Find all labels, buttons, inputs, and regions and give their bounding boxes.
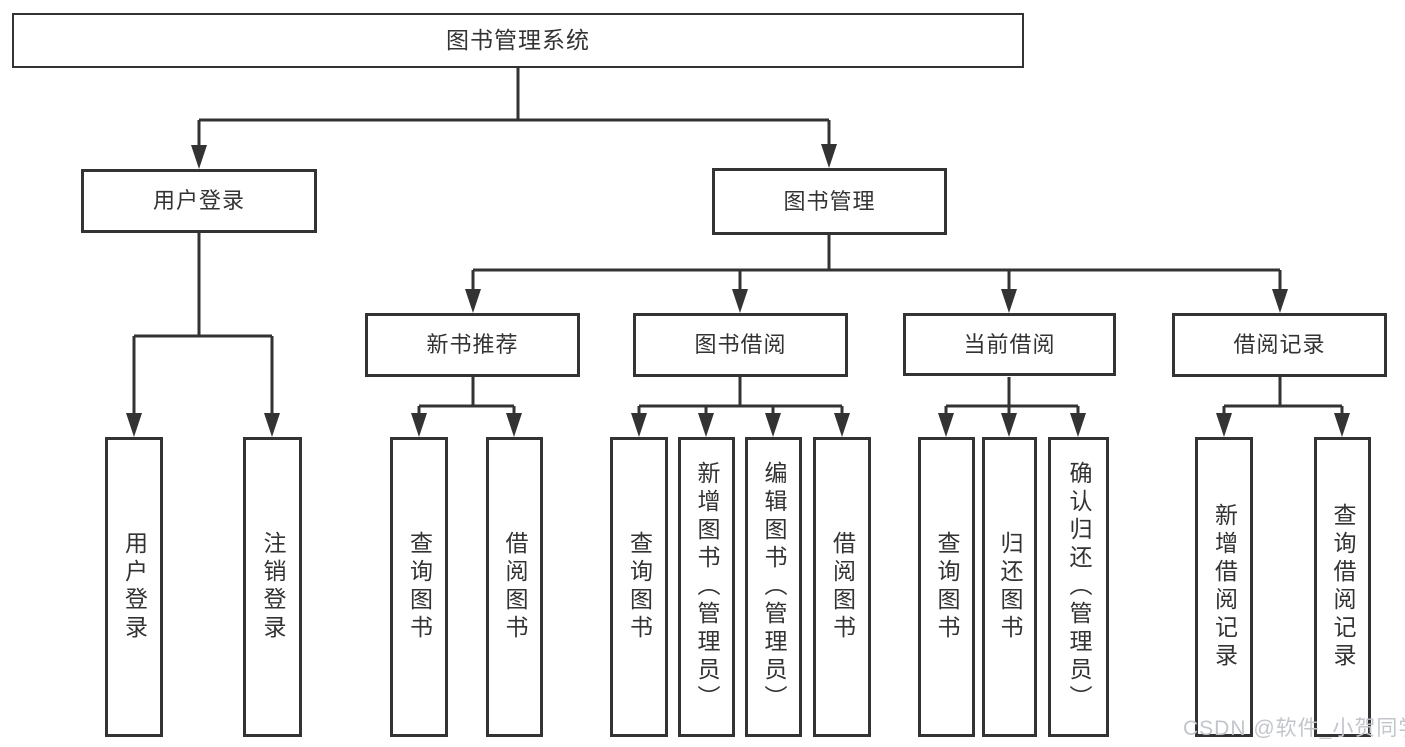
leaf-query-books-3: 查询图书 <box>918 437 975 737</box>
leaf-label: 用户登录 <box>121 531 148 643</box>
leaf-query-books-2: 查询图书 <box>610 437 668 737</box>
node-label: 用户登录 <box>152 188 245 213</box>
node-book-borrowing: 图书借阅 <box>633 313 848 377</box>
arrow-down-icon <box>126 413 142 437</box>
leaf-label: 查询图书 <box>626 531 653 643</box>
node-label: 当前借阅 <box>963 331 1056 357</box>
node-label: 图书借阅 <box>694 332 787 357</box>
leaf-label: 查询图书 <box>406 531 433 643</box>
arrow-down-icon <box>1070 413 1086 437</box>
leaf-add-books-admin: 新增图书（管理员） <box>678 437 735 737</box>
node-label: 借阅记录 <box>1233 332 1326 357</box>
leaf-query-books-1: 查询图书 <box>390 437 448 737</box>
arrow-down-icon <box>938 413 954 437</box>
arrow-down-icon <box>465 289 481 313</box>
node-user-login: 用户登录 <box>81 169 317 233</box>
leaf-label: 编辑图书（管理员） <box>761 461 787 713</box>
arrow-down-icon <box>1001 413 1017 437</box>
node-new-book-recommend: 新书推荐 <box>365 313 580 377</box>
node-book-management: 图书管理 <box>712 168 947 235</box>
leaf-label: 注销登录 <box>260 531 286 643</box>
leaf-label: 查询借阅记录 <box>1330 503 1356 671</box>
arrow-down-icon <box>506 413 522 437</box>
arrow-down-icon <box>631 413 647 437</box>
leaf-return-books: 归还图书 <box>982 437 1037 737</box>
leaf-label: 借阅图书 <box>502 531 528 643</box>
leaf-label: 确认归还（管理员） <box>1066 461 1092 713</box>
node-label: 图书管理系统 <box>446 27 590 53</box>
arrow-down-icon <box>1216 413 1232 437</box>
leaf-user-login: 用户登录 <box>105 437 163 737</box>
node-label: 新书推荐 <box>426 332 519 357</box>
node-borrowing-records: 借阅记录 <box>1172 313 1387 377</box>
leaf-borrow-books-1: 借阅图书 <box>486 437 543 737</box>
arrow-down-icon <box>732 289 748 313</box>
arrow-down-icon <box>1001 289 1017 313</box>
arrow-down-icon <box>264 413 280 437</box>
leaf-label: 新增借阅记录 <box>1211 503 1238 671</box>
csdn-watermark: CSDN @软件_小贺同学 <box>1183 717 1405 740</box>
leaf-label: 归还图书 <box>997 531 1023 643</box>
node-library-management-system: 图书管理系统 <box>12 13 1024 68</box>
node-label: 图书管理 <box>783 188 876 214</box>
leaf-logout: 注销登录 <box>243 437 302 737</box>
arrow-down-icon <box>1334 413 1350 437</box>
arrow-down-icon <box>821 144 837 168</box>
leaf-label: 查询图书 <box>934 531 960 643</box>
leaf-confirm-return-admin: 确认归还（管理员） <box>1048 437 1109 737</box>
leaf-add-borrow-record: 新增借阅记录 <box>1195 437 1253 737</box>
arrow-down-icon <box>1272 289 1288 313</box>
leaf-query-borrow-record: 查询借阅记录 <box>1314 437 1371 737</box>
leaf-label: 新增图书（管理员） <box>694 461 720 713</box>
arrow-down-icon <box>765 413 781 437</box>
arrow-down-icon <box>698 413 714 437</box>
leaf-borrow-books-2: 借阅图书 <box>813 437 871 737</box>
arrow-down-icon <box>191 145 207 169</box>
leaf-edit-books-admin: 编辑图书（管理员） <box>745 437 802 737</box>
node-current-borrowing: 当前借阅 <box>903 313 1116 376</box>
leaf-label: 借阅图书 <box>829 531 856 643</box>
arrow-down-icon <box>834 413 850 437</box>
arrow-down-icon <box>411 413 427 437</box>
